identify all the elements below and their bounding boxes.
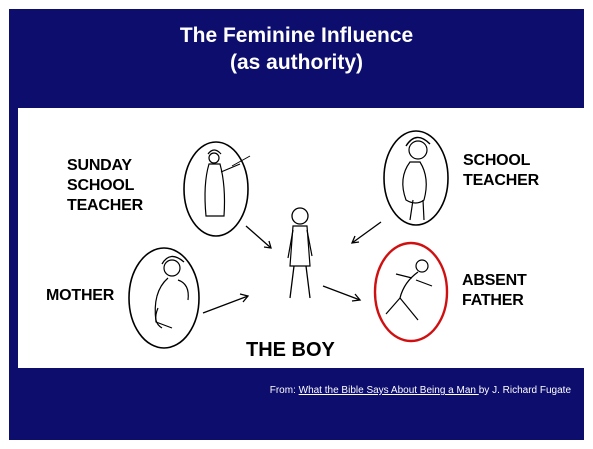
slide-title: The Feminine Influence (as authority) <box>9 22 584 76</box>
absent-father-figure <box>373 241 449 343</box>
label-sunday-school-teacher: SUNDAY SCHOOL TEACHER <box>67 156 143 216</box>
label-absent-father: ABSENT FATHER <box>462 271 527 311</box>
illustration-drawing <box>128 130 449 349</box>
illustration: SUNDAY SCHOOL TEACHER SCHOOL TEACHER MOT… <box>18 108 592 368</box>
school-teacher-figure <box>383 130 449 226</box>
source-credit: From: What the Bible Says About Being a … <box>270 385 571 396</box>
influence-arrows <box>202 221 382 314</box>
title-line-2: (as authority) <box>229 51 363 74</box>
label-mother: MOTHER <box>46 287 115 304</box>
label-sunday-school-teacher-line2: SCHOOL <box>67 177 135 194</box>
label-sunday-school-teacher-line3: TEACHER <box>67 197 143 214</box>
mother-figure <box>128 247 200 349</box>
label-absent-father-line1: ABSENT <box>462 272 527 289</box>
credit-prefix: From: <box>269 385 299 396</box>
label-school-teacher: SCHOOL TEACHER <box>463 151 539 191</box>
label-school-teacher-line1: SCHOOL <box>463 152 531 169</box>
label-sunday-school-teacher-line1: SUNDAY <box>67 157 132 174</box>
credit-author: by J. Richard Fugate <box>478 385 571 396</box>
boy-figure <box>287 207 313 299</box>
label-the-boy: THE BOY <box>246 339 335 361</box>
label-school-teacher-line2: TEACHER <box>463 172 539 189</box>
book-title-link[interactable]: What the Bible Says About Being a Man <box>298 385 479 396</box>
title-line-1: The Feminine Influence <box>179 24 414 47</box>
sunday-school-teacher-figure <box>183 141 251 237</box>
label-absent-father-line2: FATHER <box>462 292 524 309</box>
